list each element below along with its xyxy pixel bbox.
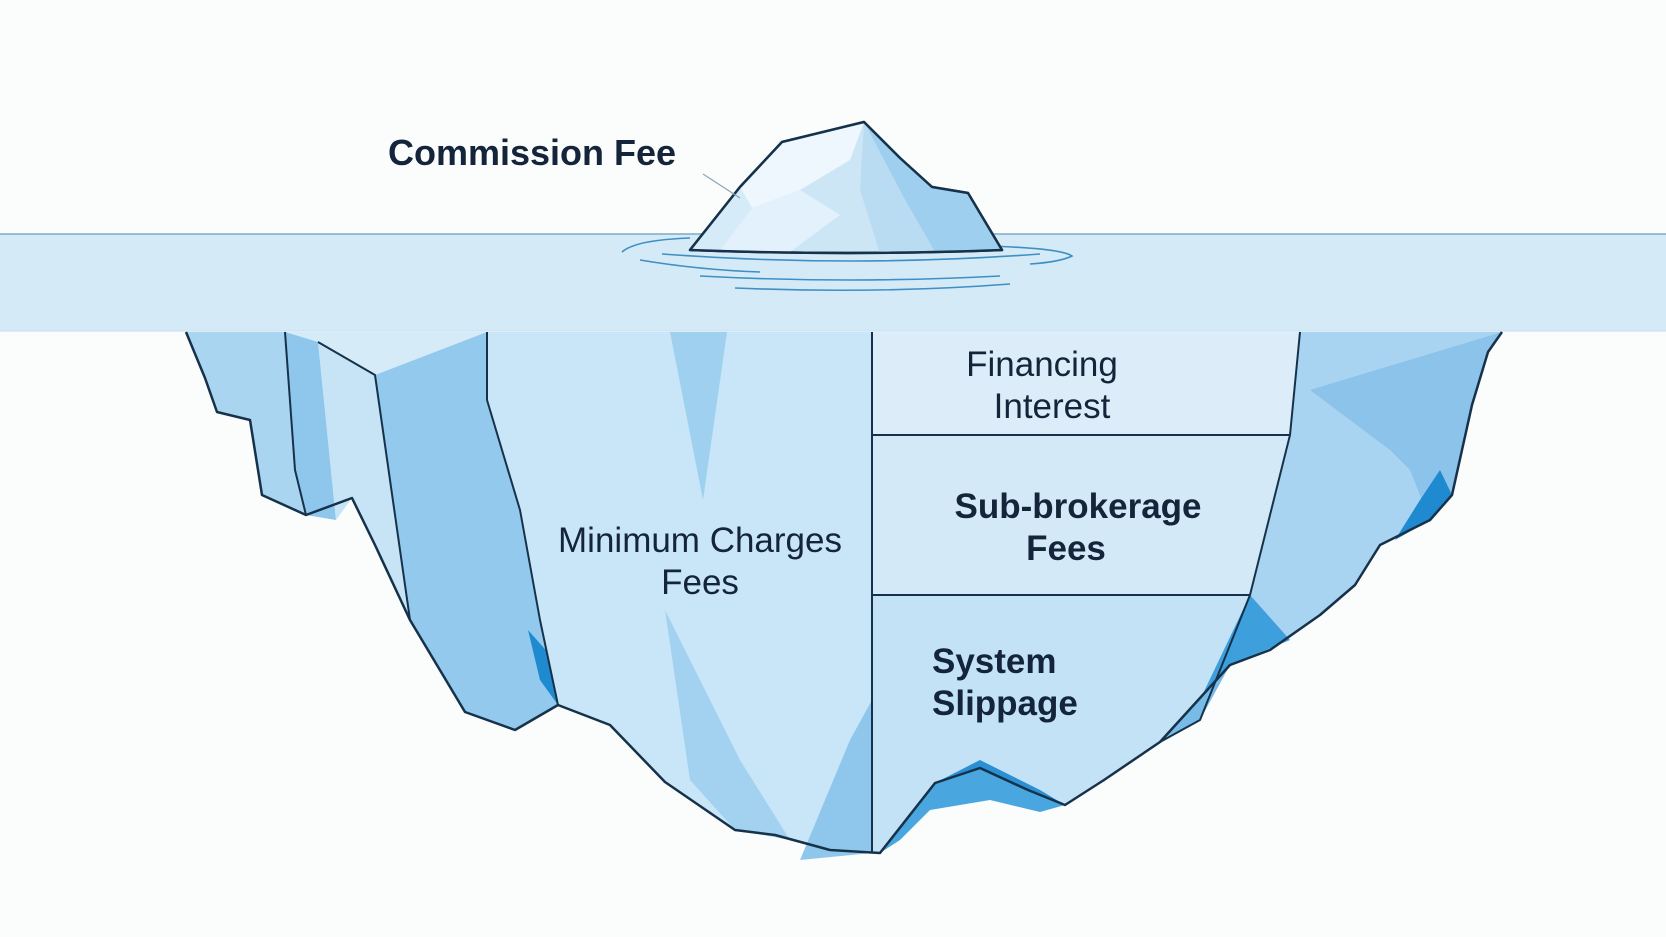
sub-brokerage-fees-label-line1: Sub-brokerage bbox=[955, 487, 1202, 526]
financing-interest-label-line2: Interest bbox=[994, 387, 1111, 426]
minimum-charges-label-line1: Minimum Charges bbox=[558, 521, 842, 560]
tip-label-leader bbox=[702, 173, 741, 199]
water-ripples bbox=[621, 237, 1074, 292]
iceberg-tip bbox=[688, 120, 1004, 255]
system-slippage-label-line1: System bbox=[932, 642, 1057, 681]
commission-fee-label: Commission Fee bbox=[388, 132, 676, 173]
financing-interest-label-line1: Financing bbox=[966, 345, 1118, 384]
iceberg-underwater bbox=[184, 331, 1504, 860]
system-slippage-label-line2: Slippage bbox=[932, 684, 1078, 723]
minimum-charges-label-line2: Fees bbox=[661, 563, 739, 602]
sub-brokerage-fees-label-line2: Fees bbox=[1026, 529, 1106, 568]
